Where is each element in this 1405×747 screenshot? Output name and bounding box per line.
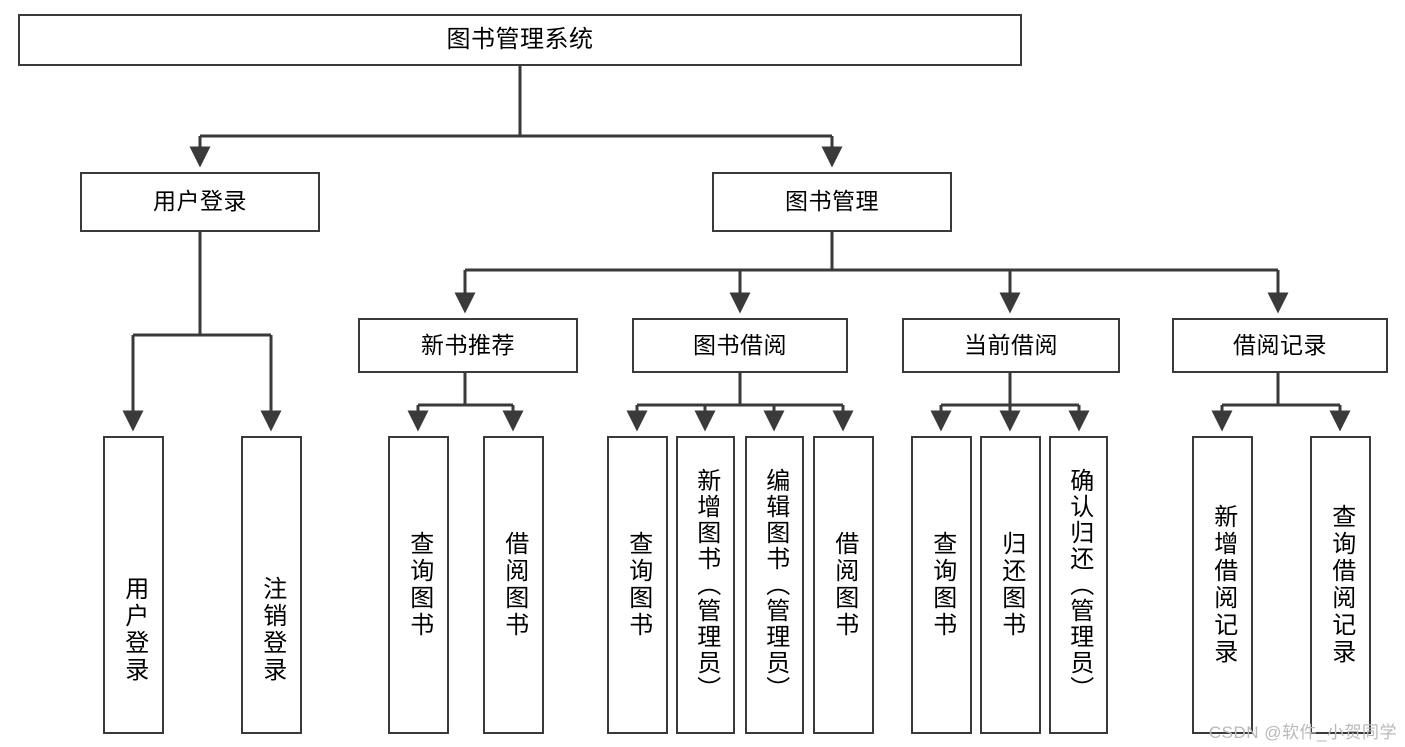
leaf-new-book-query-book[interactable]: 查询图书 (388, 436, 449, 734)
leaf-borrow-record-add-record[interactable]: 新增借阅记录 (1192, 436, 1253, 734)
node-label: 借阅图书 (830, 531, 858, 639)
node-book-management[interactable]: 图书管理 (712, 172, 952, 232)
csdn-watermark: CSDN @软件_小贺同学 (1208, 723, 1397, 742)
node-label: 确认归还（管理员） (1065, 468, 1093, 702)
node-label: 查询图书 (928, 531, 956, 639)
leaf-current-borrow-return-book[interactable]: 归还图书 (980, 436, 1041, 734)
node-label: 当前借阅 (964, 331, 1058, 358)
leaf-new-book-borrow-book[interactable]: 借阅图书 (483, 436, 544, 734)
node-label: 新增图书（管理员） (692, 468, 720, 702)
node-label: 图书管理 (785, 188, 879, 215)
leaf-borrow-record-query-record[interactable]: 查询借阅记录 (1310, 436, 1371, 734)
node-current-borrow[interactable]: 当前借阅 (902, 318, 1120, 373)
leaf-current-borrow-query-book[interactable]: 查询图书 (911, 436, 972, 734)
leaf-book-borrow-add-book-admin[interactable]: 新增图书（管理员） (676, 436, 735, 734)
leaf-user-login-login[interactable]: 用户登录 (103, 436, 164, 734)
node-label: 查询图书 (624, 531, 652, 639)
leaf-book-borrow-query-book[interactable]: 查询图书 (607, 436, 668, 734)
node-label: 用户登录 (120, 576, 148, 684)
node-user-login[interactable]: 用户登录 (80, 172, 320, 232)
node-book-borrow[interactable]: 图书借阅 (632, 318, 848, 373)
leaf-user-login-logout[interactable]: 注销登录 (241, 436, 302, 734)
node-label: 用户登录 (153, 188, 247, 215)
node-new-book-recommend[interactable]: 新书推荐 (358, 318, 578, 373)
leaf-current-borrow-confirm-return-admin[interactable]: 确认归还（管理员） (1049, 436, 1108, 734)
node-label: 新书推荐 (421, 331, 515, 358)
node-label: 编辑图书（管理员） (761, 468, 789, 702)
node-root-book-management-system[interactable]: 图书管理系统 (18, 14, 1022, 66)
node-label: 查询图书 (405, 531, 433, 639)
leaf-book-borrow-borrow-book[interactable]: 借阅图书 (813, 436, 874, 734)
node-borrow-record[interactable]: 借阅记录 (1172, 318, 1388, 373)
node-label: 归还图书 (997, 531, 1025, 639)
leaf-book-borrow-edit-book-admin[interactable]: 编辑图书（管理员） (745, 436, 804, 734)
node-label: 新增借阅记录 (1209, 504, 1237, 666)
node-label: 图书借阅 (693, 331, 787, 358)
node-label: 查询借阅记录 (1327, 504, 1355, 666)
node-label: 借阅记录 (1233, 331, 1327, 358)
node-label: 注销登录 (258, 576, 286, 684)
node-label: 借阅图书 (500, 531, 528, 639)
node-label: 图书管理系统 (446, 25, 594, 53)
